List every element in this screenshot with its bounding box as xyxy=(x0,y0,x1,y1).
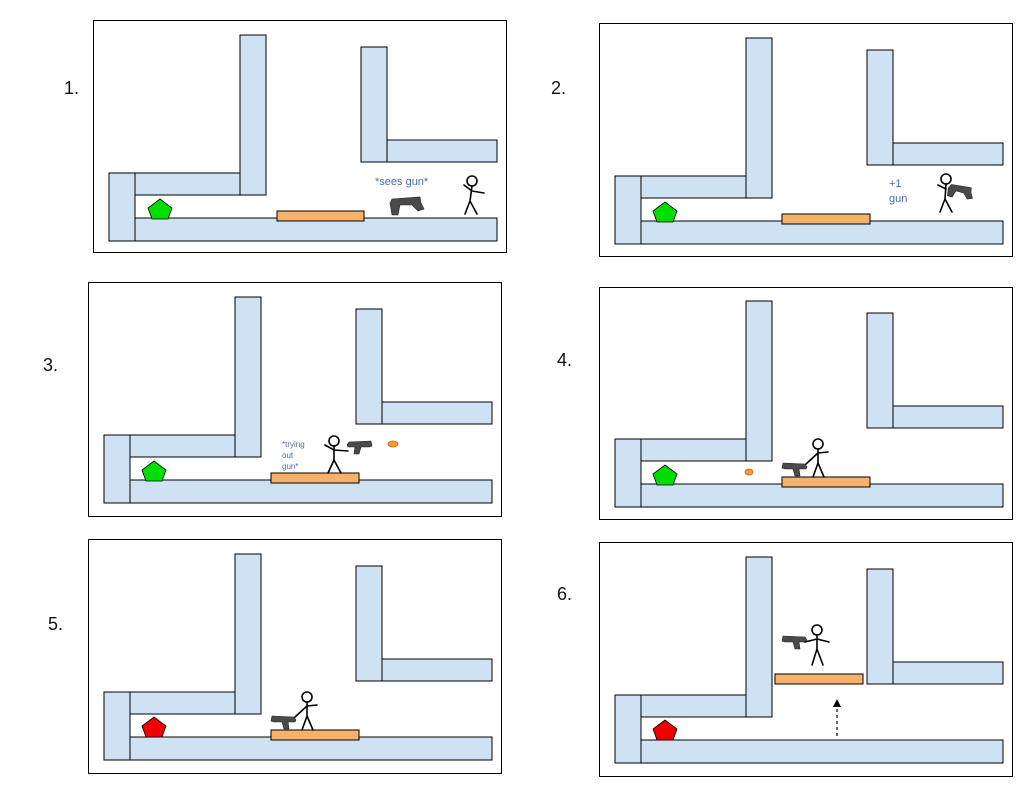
tall-pillar xyxy=(745,300,773,462)
ledge-wall xyxy=(129,691,236,715)
right-ledge xyxy=(892,405,1004,429)
green-pentagon-gem xyxy=(147,198,173,220)
moving-platform xyxy=(270,729,360,741)
out-note: out xyxy=(282,451,294,460)
green-pentagon-gem xyxy=(141,460,167,482)
comic-panel-3: *trying out gun* xyxy=(88,282,502,517)
green-pentagon-gem xyxy=(652,464,678,486)
stick-figure xyxy=(463,175,485,215)
ledge-wall xyxy=(640,438,747,462)
gun-icon xyxy=(270,715,297,730)
tall-pillar xyxy=(745,37,773,199)
up-arrow-head xyxy=(833,699,841,707)
comic-panel-4 xyxy=(599,287,1013,520)
stick-figure xyxy=(804,624,830,666)
tall-pillar xyxy=(239,34,267,196)
panel-6-scene xyxy=(614,556,1004,764)
panel-number-1: 1. xyxy=(64,78,80,98)
gun-icon xyxy=(389,196,425,216)
right-pillar xyxy=(866,312,894,429)
panel-number-6: 6. xyxy=(557,584,573,604)
right-pillar xyxy=(360,46,388,163)
right-pillar xyxy=(355,308,383,425)
sees-gun-note: *sees gun* xyxy=(375,176,429,188)
red-pentagon-gem xyxy=(652,719,678,741)
left-post xyxy=(103,434,131,504)
panel-number-3: 3. xyxy=(43,355,59,375)
moving-platform xyxy=(270,472,360,484)
ledge-wall xyxy=(640,175,747,199)
comic-panel-1: *sees gun* xyxy=(93,20,507,253)
tall-pillar xyxy=(234,296,262,458)
tall-pillar xyxy=(234,553,262,715)
left-post xyxy=(108,172,136,242)
gun-note: gun* xyxy=(282,462,298,471)
red-pentagon-gem xyxy=(141,716,167,738)
panel-number-2: 2. xyxy=(551,78,567,98)
tall-pillar xyxy=(745,556,773,718)
stick-figure xyxy=(937,173,953,213)
right-ledge xyxy=(386,139,498,163)
gun-icon xyxy=(781,462,808,477)
gun-icon xyxy=(947,184,973,200)
moving-platform xyxy=(781,476,871,488)
right-ledge xyxy=(892,142,1004,166)
green-pentagon-gem xyxy=(652,201,678,223)
plus-one-note: +1 xyxy=(889,178,902,190)
right-pillar xyxy=(355,565,383,682)
panel-4-scene xyxy=(614,300,1004,508)
right-pillar xyxy=(866,568,894,685)
right-ledge xyxy=(381,401,493,425)
floor-wall xyxy=(640,739,1004,764)
stick-figure xyxy=(294,691,318,731)
gun-icon xyxy=(346,440,373,455)
left-post xyxy=(614,694,642,764)
left-post xyxy=(614,175,642,245)
left-post xyxy=(103,691,131,761)
panel-number-5: 5. xyxy=(48,614,64,634)
comic-panel-2: +1 gun xyxy=(599,23,1013,257)
comic-panel-5 xyxy=(88,539,502,774)
panel-2-scene: +1 gun xyxy=(614,37,1004,245)
panel-5-scene xyxy=(103,553,493,761)
trying-note: *trying xyxy=(282,440,305,449)
panel-1-scene: *sees gun* xyxy=(108,34,498,242)
bullet xyxy=(744,468,754,476)
gun-note: gun xyxy=(889,193,907,205)
left-post xyxy=(614,438,642,508)
ledge-wall xyxy=(129,434,236,458)
right-ledge xyxy=(892,661,1004,685)
right-pillar xyxy=(866,49,894,166)
moving-platform xyxy=(781,213,871,225)
bullet xyxy=(387,440,399,448)
panel-3-scene: *trying out gun* xyxy=(103,296,493,504)
stick-figure xyxy=(324,435,349,474)
moving-platform xyxy=(276,210,365,222)
right-ledge xyxy=(381,658,493,682)
comic-panel-6 xyxy=(599,542,1013,777)
panel-number-4: 4. xyxy=(557,350,573,370)
raised-platform xyxy=(774,673,864,685)
gun-icon xyxy=(781,635,808,650)
stick-figure xyxy=(805,438,829,478)
ledge-wall xyxy=(134,172,241,196)
ledge-wall xyxy=(640,694,747,718)
